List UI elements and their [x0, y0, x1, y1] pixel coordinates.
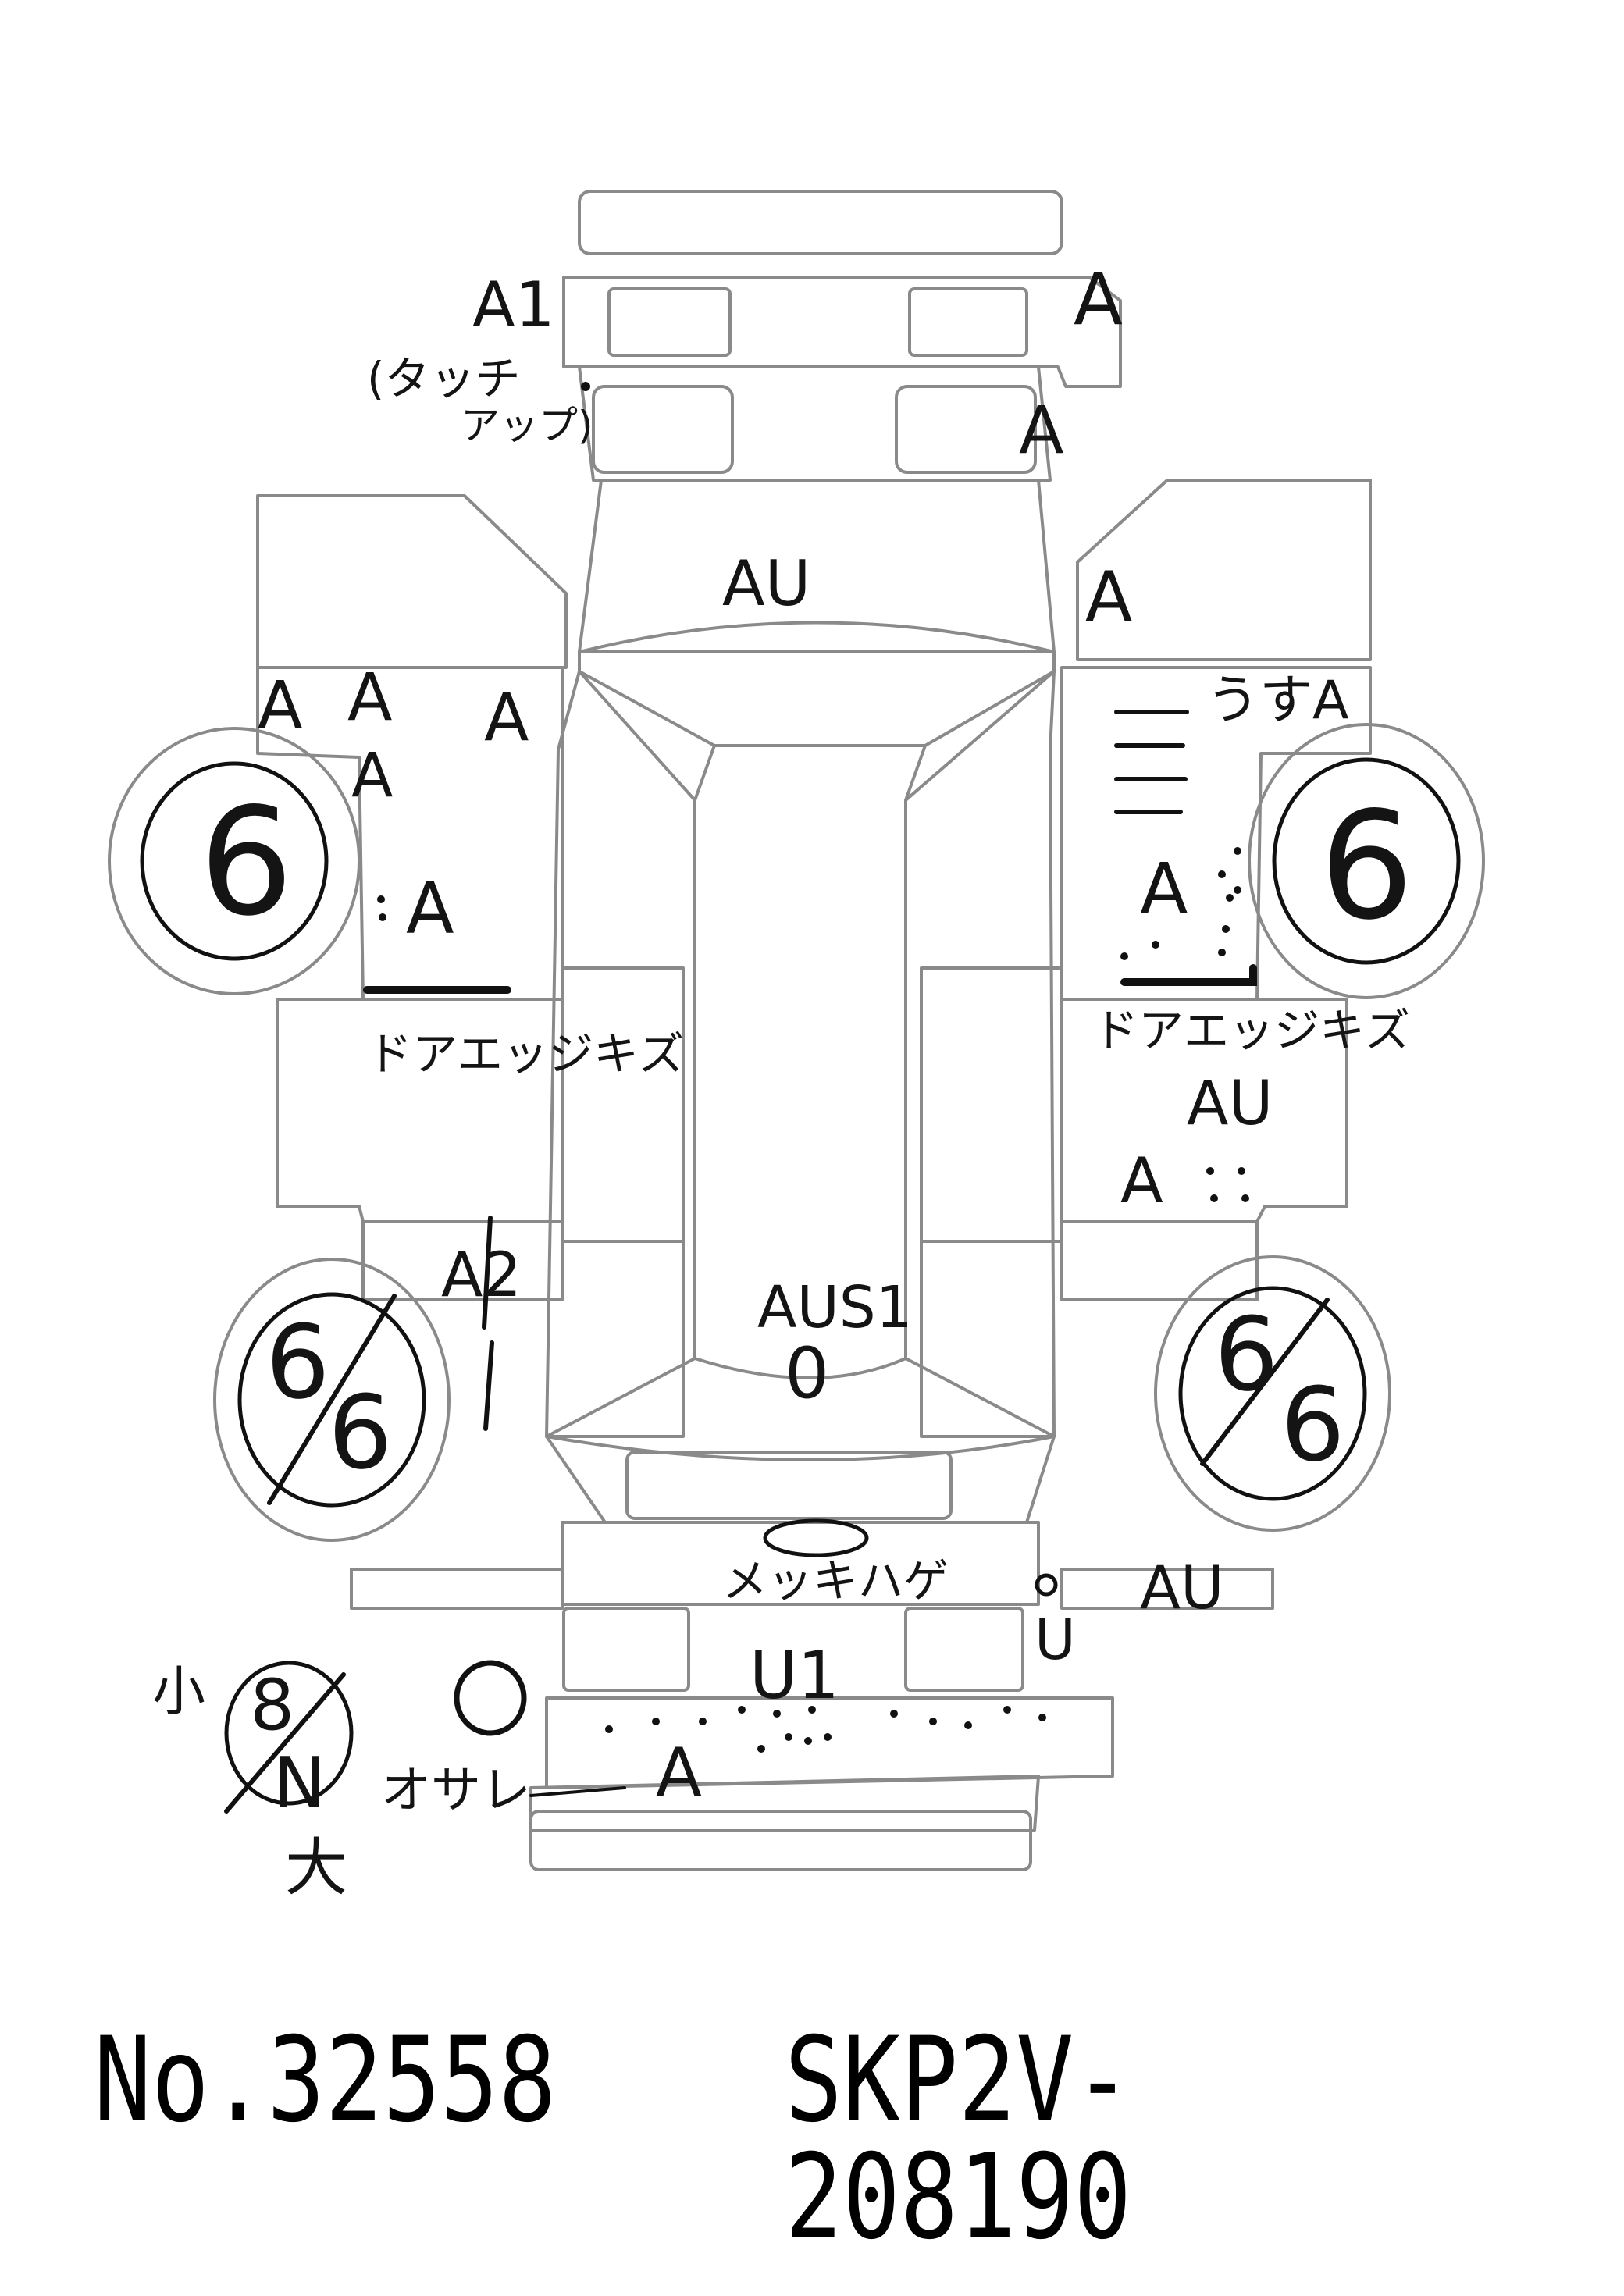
tire-front-right-value: 6	[1320, 780, 1414, 952]
mark-right-fender: A	[1085, 557, 1132, 637]
tire-rear-left-bottom: 6	[328, 1373, 393, 1492]
mark-front-right: A	[1074, 258, 1123, 341]
mark-left-front-door: A	[406, 868, 454, 950]
tire-marks	[140, 757, 1461, 1814]
mark-right-front-door: A	[1140, 849, 1188, 931]
mark-touch-up-1: (タッチ	[367, 352, 521, 405]
mark-left-fender-3: A	[484, 679, 529, 756]
ink-strokes	[363, 382, 1257, 1797]
mark-front-left: A1	[472, 269, 555, 341]
mark-right-door-edge: ドアエッジキズ	[1093, 1004, 1410, 1057]
mark-right-rear-door-a: A	[1120, 1144, 1163, 1217]
mark-rear-right-au: AU	[1140, 1553, 1224, 1622]
mark-rear-bumper: A	[656, 1734, 702, 1812]
mark-touch-up-2: アップ)	[461, 403, 593, 448]
mark-left-quarter: A2	[441, 1241, 522, 1311]
mark-headlamp-right: A	[1019, 392, 1063, 468]
mark-left-door-edge: ドアエッジキズ	[367, 1027, 684, 1080]
mark-tailgate: U1	[750, 1637, 839, 1714]
car-outline	[108, 190, 1485, 1871]
mark-rear-right-u: U	[1035, 1607, 1076, 1672]
mark-roof-zero: 0	[785, 1333, 829, 1415]
tire-rear-left-top: 6	[265, 1303, 330, 1422]
tire-front-left-value: 6	[199, 776, 294, 949]
mark-right-rear-door-au: AU	[1187, 1069, 1273, 1139]
tire-rear-right-bottom: 6	[1280, 1365, 1345, 1484]
chassis-number: SKP2V-208190	[785, 2013, 1132, 2266]
spare-bottom-value: N	[273, 1742, 326, 1824]
spare-top-value: 8	[250, 1664, 294, 1746]
spare-size-large: 大	[285, 1831, 347, 1904]
tire-rear-right-top: 6	[1214, 1295, 1279, 1414]
mark-left-fender-1: A	[258, 667, 302, 743]
mark-roof: AUS1	[757, 1274, 913, 1341]
damage-marks: A1 (タッチ アップ) A A AU A A A A A A ドアエッジキズ …	[152, 258, 1414, 1904]
mark-left-fender-2: A	[347, 659, 392, 735]
stock-number: No.32558	[94, 2013, 557, 2148]
mark-plating-peel: メッキハゲ	[722, 1554, 949, 1607]
mark-hood: AU	[722, 547, 810, 620]
spare-size-small: 小	[152, 1661, 205, 1723]
mark-rear-bumper-dent: オサレ	[381, 1762, 531, 1820]
mark-right-fender-thin: うすA	[1206, 670, 1349, 732]
mark-left-fender-4: A	[351, 741, 393, 811]
